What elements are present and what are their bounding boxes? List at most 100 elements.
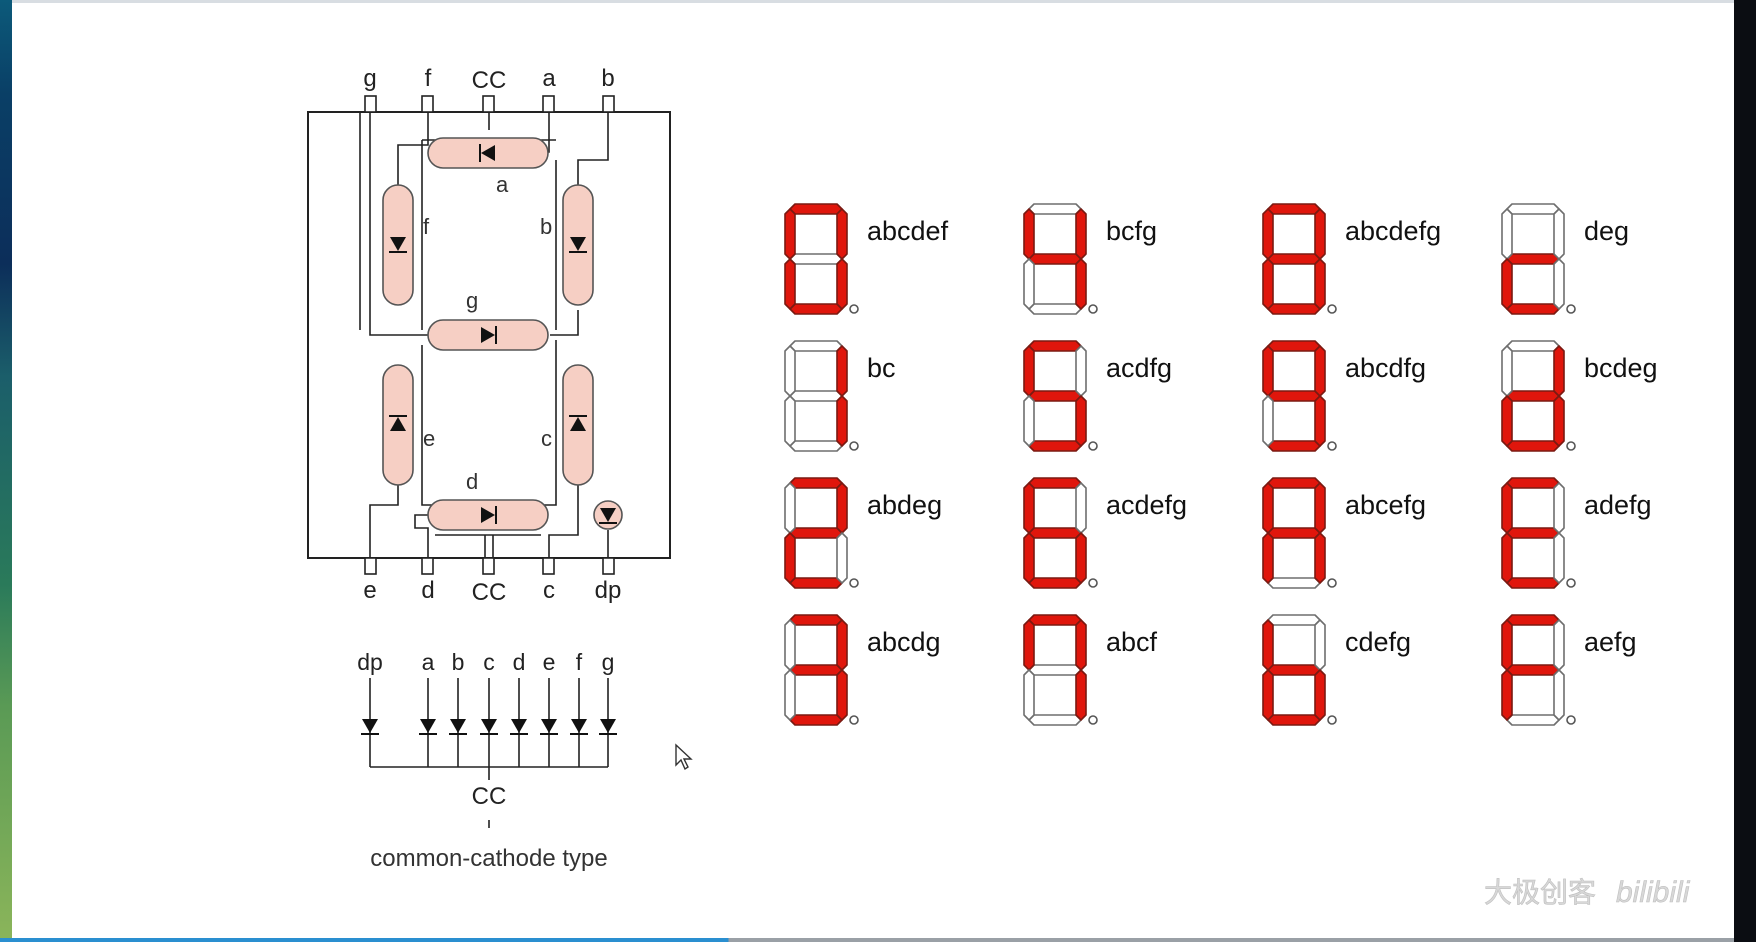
segment-b-off — [1553, 482, 1565, 534]
common-cathode-schematic: dp a b c d e f g — [357, 649, 618, 872]
segment-b-on — [836, 482, 848, 534]
segment-g-off — [789, 253, 843, 265]
segment-g-on — [1506, 253, 1560, 265]
segment-label-e: e — [423, 426, 435, 451]
segment-dp-off — [849, 441, 859, 451]
segment-label-c: c — [541, 426, 552, 451]
watermark-text: 大极创客 — [1484, 877, 1596, 908]
segment-label-a: a — [496, 172, 509, 197]
segment-e-on — [1501, 669, 1513, 721]
segment-a-off — [1506, 203, 1560, 215]
top-window-edge — [12, 0, 1734, 3]
digit-segment-list-label: adefg — [1584, 490, 1652, 520]
seven-segment-digit: cdefg — [1262, 614, 1411, 726]
segment-f-on — [1262, 482, 1274, 534]
segment-f-on — [1023, 619, 1035, 671]
segment-d-off — [1506, 714, 1560, 726]
segment-a-on — [1267, 340, 1321, 352]
segment-f-on — [784, 208, 796, 260]
segment-label-f: f — [423, 214, 430, 239]
segment-g-on — [1506, 664, 1560, 676]
segment-d-on — [789, 577, 843, 589]
bottom-pin-label: dp — [595, 577, 622, 604]
segment-b-on — [1075, 208, 1087, 260]
segment-c-off — [836, 532, 848, 584]
segment-d-off — [1028, 303, 1082, 315]
segment-e-on — [1262, 258, 1274, 310]
segment-f-off — [784, 619, 796, 671]
segment-c-on — [1075, 258, 1087, 310]
segment-b-off — [1314, 619, 1326, 671]
digit-segment-list-label: acdfg — [1106, 353, 1172, 383]
segment-d-on — [1267, 440, 1321, 452]
seven-segment-digit: abcdfg — [1262, 340, 1426, 452]
segment-f-on — [1262, 619, 1274, 671]
segment-b-on — [1314, 482, 1326, 534]
segment-dp-off — [849, 715, 859, 725]
segment-f-on — [1501, 482, 1513, 534]
segment-d-on — [1028, 577, 1082, 589]
digit-segment-list-label: abcdefg — [1345, 216, 1441, 246]
segment-b-on — [1314, 208, 1326, 260]
segment-e-on — [1023, 532, 1035, 584]
segment-label-d: d — [466, 469, 478, 494]
bottom-pin-label: c — [543, 577, 555, 604]
segment-e-off — [784, 395, 796, 447]
digit-segment-list-label: acdefg — [1106, 490, 1187, 520]
segment-g-on — [789, 527, 843, 539]
segment-g-on — [1028, 527, 1082, 539]
seven-segment-digit: bcfg — [1023, 203, 1157, 315]
seven-segment-digit: acdfg — [1023, 340, 1172, 452]
segment-f-off — [784, 345, 796, 397]
segment-b-on — [1553, 345, 1565, 397]
segment-e-on — [1262, 669, 1274, 721]
schematic-pin-label: b — [452, 649, 465, 675]
digit-segment-list-label: abcdfg — [1345, 353, 1426, 383]
segment-a-off — [1028, 203, 1082, 215]
segment-e-on — [1262, 532, 1274, 584]
seven-segment-digit: acdefg — [1023, 477, 1187, 589]
right-window-edge — [1734, 0, 1756, 942]
segment-b-on — [1314, 345, 1326, 397]
seven-segment-digit: bc — [784, 340, 896, 452]
segment-dp-off — [1327, 578, 1337, 588]
seven-segment-digit: bcdeg — [1501, 340, 1658, 452]
digit-segment-list-label: abcf — [1106, 627, 1158, 657]
segment-d-on — [1267, 714, 1321, 726]
segment-label-b: b — [540, 214, 552, 239]
segment-dp-off — [1327, 715, 1337, 725]
segment-dp-off — [1566, 441, 1576, 451]
segment-a-off — [789, 340, 843, 352]
top-pin-label: CC — [472, 67, 507, 94]
segment-c-on — [836, 395, 848, 447]
segment-f-on — [1023, 482, 1035, 534]
segment-g-off — [1028, 664, 1082, 676]
bottom-progress-bar — [0, 938, 1734, 942]
segment-a-on — [1506, 614, 1560, 626]
schematic-caption: common-cathode type — [370, 845, 607, 872]
segment-c-on — [836, 258, 848, 310]
segment-dp-off — [849, 304, 859, 314]
segment-b-off — [1553, 619, 1565, 671]
segment-f-off — [1501, 345, 1513, 397]
segment-d-on — [789, 303, 843, 315]
segment-dp-off — [1088, 304, 1098, 314]
segment-d-on — [789, 714, 843, 726]
segment-g-on — [1028, 390, 1082, 402]
segment-dp-off — [1566, 715, 1576, 725]
digit-segment-list-label: abdeg — [867, 490, 942, 520]
seven-segment-digit: abcf — [1023, 614, 1158, 726]
digit-segment-list-label: deg — [1584, 216, 1629, 246]
bottom-pin-label: d — [421, 577, 434, 604]
segment-a-on — [789, 614, 843, 626]
schematic-pin-label: a — [422, 649, 435, 675]
segment-d-on — [1506, 303, 1560, 315]
segment-c-off — [1553, 669, 1565, 721]
schematic-common-label: CC — [472, 783, 507, 810]
segment-d-on — [1028, 440, 1082, 452]
segment-b-on — [836, 345, 848, 397]
schematic-pin-label: g — [602, 649, 615, 675]
segment-c-on — [1075, 532, 1087, 584]
segment-g-on — [1028, 253, 1082, 265]
segment-f-on — [1023, 345, 1035, 397]
